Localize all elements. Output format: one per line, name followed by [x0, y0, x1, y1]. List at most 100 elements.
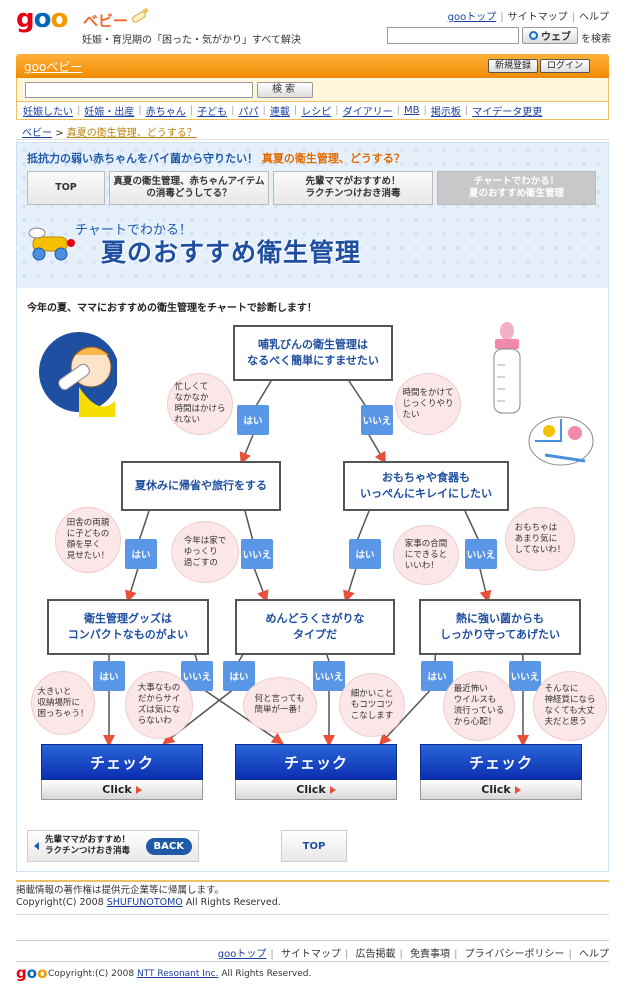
baby-brand-logo[interactable]: ベビー [83, 12, 129, 30]
baby-bottle-icon [132, 8, 149, 23]
nav-item[interactable]: レシピ [301, 107, 332, 118]
back-button[interactable]: 先輩ママがおすすめ！ ラクチンつけおき消毒 BACK [27, 830, 199, 862]
copyright-notice: 掲載情報の著作権は提供元企業等に帰属します。 Copyright(C) 2008… [16, 885, 281, 908]
yes-label: はい [421, 661, 453, 691]
comment-bubble: 田舎の両親 に子どもの 顔を早く 見せたい！ [55, 507, 121, 573]
section-bar: gooベビー 新規登録 ログイン [16, 54, 609, 78]
play-arrow-icon [514, 785, 521, 794]
no-label: いいえ [465, 539, 497, 569]
footer-privacy-link[interactable]: プライバシーポリシー [464, 949, 565, 960]
baby-bottle-illustration [493, 322, 521, 414]
no-label: いいえ [509, 661, 541, 691]
top-button[interactable]: TOP [281, 830, 347, 862]
no-label: いいえ [241, 539, 273, 569]
check-result-button-1[interactable]: チェック Click [41, 744, 203, 800]
question-lazy: めんどうくさがりな タイプだ [235, 599, 395, 655]
tab-top[interactable]: TOP [27, 171, 105, 205]
section-title-link[interactable]: gooベビー [24, 60, 83, 74]
nav-item[interactable]: マイデータ更更 [472, 107, 543, 118]
comment-bubble: 何と言っても 簡単が一番！ [243, 677, 317, 733]
feature-header: 抵抗力の弱い赤ちゃんをバイ菌から守りたい！ 真夏の衛生管理、どうする？ TOP … [17, 143, 608, 288]
baby-dishes-illustration [528, 416, 594, 466]
nav-item[interactable]: 掲示板 [430, 107, 461, 118]
help-link[interactable]: ヘルプ [579, 12, 609, 23]
register-button[interactable]: 新規登録 [488, 59, 539, 73]
nav-item[interactable]: ダイアリー [342, 107, 393, 118]
login-button[interactable]: ログイン [540, 59, 591, 73]
comment-bubble: 大きいと 収納場所に 困っちゃう！ [31, 671, 95, 735]
comment-bubble: おもちゃは あまり気に してないわ！ [505, 507, 575, 571]
tab-disinfect[interactable]: 真夏の衛生管理、赤ちゃんアイテム の消毒どうしてる？ [109, 171, 269, 205]
check-result-button-2[interactable]: チェック Click [235, 744, 397, 800]
comment-bubble: 忙しくて なかなか 時間はかけら れない [167, 373, 233, 435]
yes-label: はい [223, 661, 255, 691]
web-search-button[interactable]: ウェブ [522, 27, 578, 44]
comment-bubble: 大事なもの だからサイ ズは気にな らないわ [125, 671, 193, 739]
comment-bubble: 家事の合間 にできると いいわ！ [393, 525, 459, 585]
comment-bubble: そんなに 神経質になら なくても大丈 夫だと思う [533, 671, 607, 741]
goo-top-link[interactable]: gooトップ [447, 12, 497, 23]
search-icon [529, 31, 538, 40]
divider [16, 940, 609, 941]
play-arrow-icon [135, 785, 142, 794]
footer-ads-link[interactable]: 広告掲載 [355, 949, 396, 960]
check-result-button-3[interactable]: チェック Click [420, 744, 582, 800]
question-toys-dishes: おもちゃや食器も いっぺんにキレイにしたい [343, 461, 509, 511]
tab-soak[interactable]: 先輩ママがおすすめ！ ラクチンつけおき消毒 [273, 171, 433, 205]
no-label: いいえ [361, 405, 393, 435]
nav-item[interactable]: MB [404, 105, 420, 116]
comment-bubble: 時間をかけて じっくりやり たい [395, 373, 461, 435]
footer-sitemap-link[interactable]: サイトマップ [280, 949, 341, 960]
yes-label: はい [349, 539, 381, 569]
shufunotomo-link[interactable]: SHUFUNOTOMO [106, 897, 183, 908]
footer-copyright: Copyright:(C) 2008 NTT Resonant Inc. All… [48, 969, 312, 979]
feature-tabs: TOP 真夏の衛生管理、赤ちゃんアイテム の消毒どうしてる？ 先輩ママがおすすめ… [27, 171, 600, 205]
search-label: を検索 [581, 34, 611, 45]
section-search-bar: 検索 [16, 78, 609, 101]
question-travel: 夏休みに帰省や旅行をする [121, 461, 281, 511]
divider [16, 139, 609, 140]
back-arrow-icon [34, 842, 39, 850]
ntt-resonant-link[interactable]: NTT Resonant Inc. [136, 969, 219, 979]
nav-item[interactable]: パパ [238, 107, 259, 118]
no-label: いいえ [313, 661, 345, 691]
breadcrumb-current: 真夏の衛生管理、どうする？ [66, 128, 197, 139]
toy-car-icon [28, 227, 75, 261]
question-compact: 衛生管理グッズは コンパクトなものがよい [47, 599, 209, 655]
category-nav: 妊娠したい| 妊娠・出産| 赤ちゃん| 子ども| パパ| 連載| レシピ| ダイ… [16, 101, 609, 120]
footer-help-link[interactable]: ヘルプ [579, 949, 609, 960]
comment-bubble: 最近怖い ウイルスも 流行っている から心配！ [443, 671, 515, 741]
baby-drinking-illustration [39, 332, 117, 417]
goo-logo[interactable]: goo [16, 4, 68, 34]
question-bottle-easy: 哺乳びんの衛生管理は なるべく簡単にすませたい [233, 325, 393, 381]
feature-caption: 抵抗力の弱い赤ちゃんをバイ菌から守りたい！ 真夏の衛生管理、どうする？ [27, 152, 405, 165]
breadcrumb-root[interactable]: ベビー [22, 128, 52, 139]
nav-item[interactable]: 赤ちゃん [145, 107, 186, 118]
site-header: goo ベビー 妊娠・育児期の「困った・気がかり」すべて解決 gooトップ|サイ… [0, 0, 625, 52]
top-links: gooトップ|サイトマップ|ヘルプ [447, 12, 609, 23]
comment-bubble: 細かいこと もコツコツ こなします [339, 673, 405, 737]
footer-disclaimer-link[interactable]: 免責事項 [410, 949, 451, 960]
feature-hero: チャートでわかる！ 夏のおすすめ衛生管理 [23, 213, 383, 273]
hero-subtitle: チャートでわかる！ [75, 223, 192, 238]
intro-text: 今年の夏、ママにおすすめの衛生管理をチャートで診断します！ [27, 303, 317, 314]
play-arrow-icon [329, 785, 336, 794]
nav-item[interactable]: 妊娠したい [23, 107, 73, 118]
nav-item[interactable]: 子ども [197, 107, 228, 118]
nav-item[interactable]: 連載 [269, 107, 290, 118]
hero-title: 夏のおすすめ衛生管理 [101, 238, 362, 267]
nav-item[interactable]: 妊娠・出産 [84, 107, 135, 118]
footer-links: gooトップ| サイトマップ| 広告掲載| 免責事項| プライバシーポリシー| … [217, 949, 609, 960]
web-search-input[interactable] [387, 27, 519, 44]
question-heat-resistant: 熱に強い菌からも しっかり守ってあげたい [419, 599, 581, 655]
section-search-input[interactable] [25, 82, 253, 98]
yes-label: はい [125, 539, 157, 569]
divider [16, 961, 609, 962]
comment-bubble: 今年は家で ゆっくり 過ごすの [171, 521, 239, 583]
footer-goo-logo: goo [16, 964, 48, 982]
yes-label: はい [93, 661, 125, 691]
footer-goo-top-link[interactable]: gooトップ [217, 949, 267, 960]
tagline: 妊娠・育児期の「困った・気がかり」すべて解決 [82, 35, 301, 46]
section-search-button[interactable]: 検索 [257, 82, 313, 98]
sitemap-link[interactable]: サイトマップ [507, 12, 568, 23]
